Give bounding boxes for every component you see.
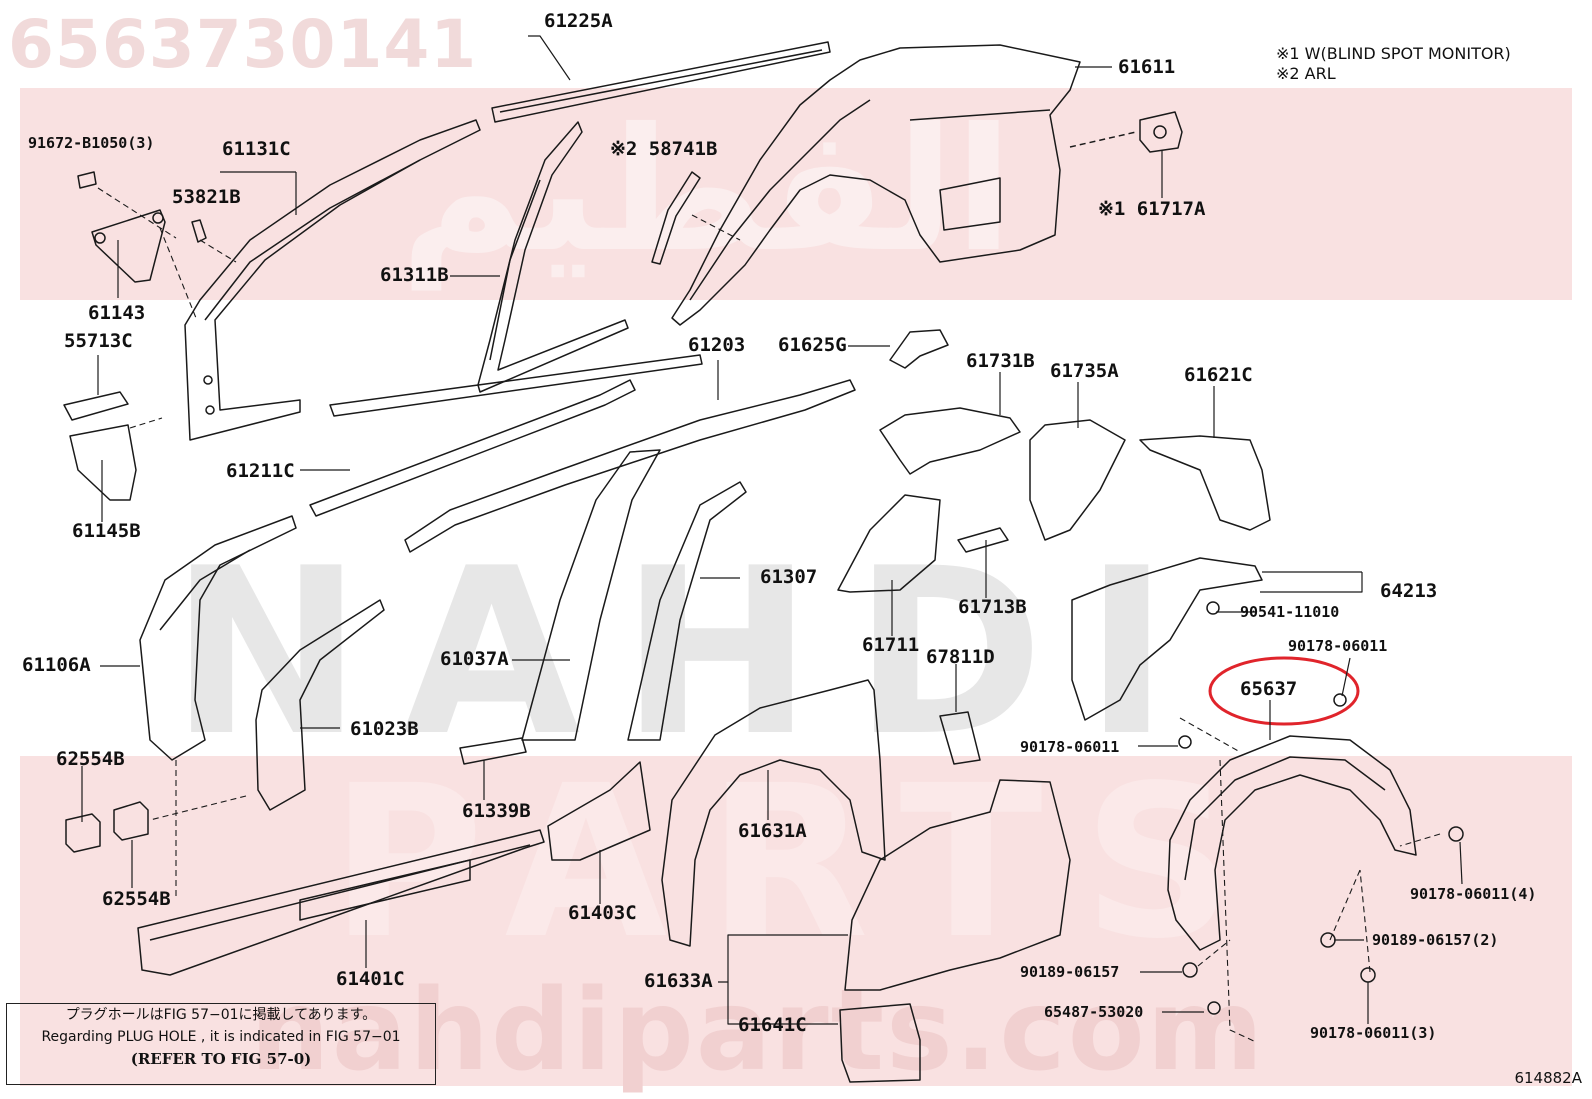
part-62554B-block-1 <box>65 813 101 853</box>
part-67811D-pad <box>939 711 981 765</box>
label-62554B-top[interactable]: 62554B <box>56 748 125 770</box>
watermark-band-bottom <box>20 756 1572 1086</box>
watermark-band-top <box>20 88 1572 300</box>
label-61631A[interactable]: 61631A <box>738 820 807 842</box>
part-61023B-pillar <box>255 599 385 811</box>
label-61131C[interactable]: 61131C <box>222 138 291 160</box>
label-62554B-bottom[interactable]: 62554B <box>102 888 171 910</box>
label-90178-06011-3[interactable]: 90178-06011(3) <box>1310 1024 1437 1042</box>
part-61735A-panel <box>1029 419 1126 541</box>
label-90178-06011-4[interactable]: 90178-06011(4) <box>1410 885 1537 903</box>
part-61131C-front-pillar <box>184 119 481 441</box>
label-61403C[interactable]: 61403C <box>568 902 637 924</box>
label-61106A[interactable]: 61106A <box>22 654 91 676</box>
plug-hole-note: プラグホールはFIG 57−01に掲載してあります。 Regarding PLU… <box>6 1003 436 1085</box>
label-61621C[interactable]: 61621C <box>1184 364 1253 386</box>
part-61713B-clip <box>957 527 1009 553</box>
part-61631A-wheelhouse <box>661 679 886 947</box>
highlight-65637 <box>1208 656 1360 726</box>
part-53821B-clip <box>191 219 207 243</box>
part-61403C-extension <box>547 761 651 861</box>
part-61711-bracket <box>837 494 941 593</box>
label-90178-06011-b[interactable]: 90178-06011 <box>1020 738 1120 756</box>
part-61225A-roof-rail <box>491 41 831 123</box>
part-61143-bracket <box>77 171 166 283</box>
label-90189-06157[interactable]: 90189-06157 <box>1020 963 1120 981</box>
plug-note-english: Regarding PLUG HOLE , it is indicated in… <box>41 1029 401 1045</box>
leader-lines <box>81 35 1463 1025</box>
part-61307-center-pillar <box>627 481 747 741</box>
part-61731B-panel <box>879 407 1021 475</box>
part-61641C-bracket <box>839 1003 921 1083</box>
label-61023B[interactable]: 61023B <box>350 718 419 740</box>
label-61145B[interactable]: 61145B <box>72 520 141 542</box>
label-61731B[interactable]: 61731B <box>966 350 1035 372</box>
plug-note-japanese: プラグホールはFIG 57−01に掲載してあります。 <box>65 1007 377 1023</box>
label-61225A[interactable]: 61225A <box>544 10 613 32</box>
label-61401C[interactable]: 61401C <box>336 968 405 990</box>
alignment-dashes <box>97 187 1441 1043</box>
label-61611[interactable]: 61611 <box>1118 56 1176 78</box>
label-58741B[interactable]: ※2 58741B <box>610 138 718 160</box>
notes-legend: ※1 W(BLIND SPOT MONITOR) ※2 ARL <box>1276 44 1511 84</box>
part-65637-fender-liner <box>1167 735 1417 951</box>
part-58741B-strip <box>651 171 701 265</box>
label-67811D[interactable]: 67811D <box>926 646 995 668</box>
part-61633A-wheelhouse-inner <box>844 779 1071 991</box>
part-61203-roof-side <box>329 354 856 553</box>
part-62554B-block-2 <box>113 801 149 841</box>
part-61037A-center-pillar <box>521 449 661 741</box>
label-61339B[interactable]: 61339B <box>462 800 531 822</box>
label-61625G[interactable]: 61625G <box>778 334 847 356</box>
watermark-parts: PARTS <box>330 740 1274 985</box>
part-61621C-panel <box>1139 435 1271 531</box>
label-90541-11010[interactable]: 90541-11010 <box>1240 603 1340 621</box>
label-65487-53020[interactable]: 65487-53020 <box>1044 1003 1144 1021</box>
label-61641C[interactable]: 61641C <box>738 1014 807 1036</box>
label-61713B[interactable]: 61713B <box>958 596 1027 618</box>
watermark-nahdi: NAHDI <box>170 520 1210 787</box>
part-61401C-rocker-panel <box>137 829 545 976</box>
part-61106A-inner-pillar <box>139 515 297 761</box>
part-64213-panel <box>1071 557 1263 721</box>
label-61717A[interactable]: ※1 61717A <box>1098 198 1206 220</box>
label-61037A[interactable]: 61037A <box>440 648 509 670</box>
label-61307[interactable]: 61307 <box>760 566 818 588</box>
watermark-arabic: الفطيم <box>400 92 1013 290</box>
part-61717A-bracket <box>1069 111 1183 153</box>
label-64213[interactable]: 64213 <box>1380 580 1438 602</box>
plug-note-refer[interactable]: (REFER TO FIG 57-0) <box>130 1050 312 1068</box>
label-91672-B1050[interactable]: 91672-B1050(3) <box>28 134 155 152</box>
note-arl: ※2 ARL <box>1276 64 1336 83</box>
part-61339B-pad <box>459 737 527 765</box>
label-90178-06011-a[interactable]: 90178-06011 <box>1288 637 1388 655</box>
label-55713C[interactable]: 55713C <box>64 330 133 352</box>
site-watermark: nahdiparts.com <box>250 966 1266 1096</box>
part-61311B-pillar <box>477 121 629 393</box>
note-blind-spot: ※1 W(BLIND SPOT MONITOR) <box>1276 44 1511 63</box>
label-61711[interactable]: 61711 <box>862 634 920 656</box>
label-61203[interactable]: 61203 <box>688 334 746 356</box>
part-61611-quarter-panel <box>671 44 1081 326</box>
part-61625G-bracket <box>889 329 949 369</box>
label-61211C[interactable]: 61211C <box>226 460 295 482</box>
label-61633A[interactable]: 61633A <box>644 970 713 992</box>
label-61311B[interactable]: 61311B <box>380 264 449 286</box>
part-55713C-pad <box>63 391 129 421</box>
label-65637[interactable]: 65637 <box>1240 678 1298 700</box>
part-61211C-rail <box>309 379 636 517</box>
part-number-watermark: 6563730141 <box>8 6 478 83</box>
figure-reference: 614882A <box>1514 1069 1582 1087</box>
label-61735A[interactable]: 61735A <box>1050 360 1119 382</box>
label-61143[interactable]: 61143 <box>88 302 146 324</box>
label-90189-06157-2[interactable]: 90189-06157(2) <box>1372 931 1499 949</box>
label-53821B[interactable]: 53821B <box>172 186 241 208</box>
part-61145B-bracket <box>69 424 137 501</box>
